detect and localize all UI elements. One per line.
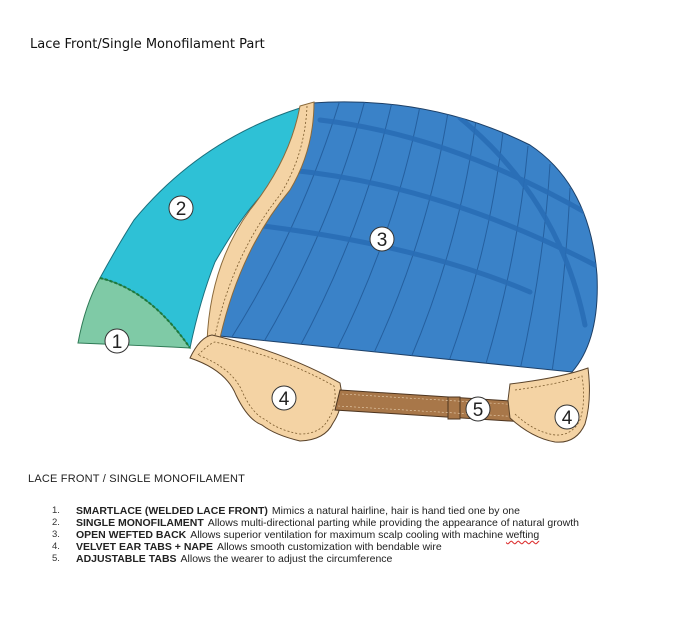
section-title: LACE FRONT / SINGLE MONOFILAMENT xyxy=(28,473,246,485)
legend-item: 1. SMARTLACE (WELDED LACE FRONT) Mimics … xyxy=(52,505,579,517)
callout-4-nape-number: 4 xyxy=(562,408,573,429)
front-ear-tab xyxy=(189,334,342,442)
callout-3: 3 xyxy=(369,226,395,252)
legend-number: 3. xyxy=(52,529,60,540)
legend-term: SMARTLACE (WELDED LACE FRONT) xyxy=(76,505,268,517)
legend-item: 3. OPEN WEFTED BACK Allows superior vent… xyxy=(52,529,579,541)
callout-4-front-number: 4 xyxy=(279,389,290,410)
legend-item: 2. SINGLE MONOFILAMENT Allows multi-dire… xyxy=(52,517,579,529)
page-title: Lace Front/Single Monofilament Part xyxy=(30,37,265,52)
legend-term: VELVET EAR TABS + NAPE xyxy=(76,541,214,553)
front-tab-stitch xyxy=(197,341,336,435)
legend-description: Allows smooth customization with bendabl… xyxy=(217,541,442,553)
callout-3-number: 3 xyxy=(377,230,388,251)
spellcheck-flagged-word: wefting xyxy=(505,529,540,541)
legend-term: OPEN WEFTED BACK xyxy=(76,529,187,541)
legend-list: 1. SMARTLACE (WELDED LACE FRONT) Mimics … xyxy=(52,505,579,565)
callout-4-front: 4 xyxy=(271,385,297,411)
callout-1: 1 xyxy=(104,328,130,354)
legend-description: Allows superior ventilation for maximum … xyxy=(190,529,504,541)
legend-number: 5. xyxy=(52,553,60,564)
callout-5-number: 5 xyxy=(473,400,484,421)
legend-number: 1. xyxy=(52,505,60,516)
callout-5: 5 xyxy=(465,396,491,422)
weft-seams xyxy=(252,115,598,328)
legend-description: Mimics a natural hairline, hair is hand … xyxy=(271,505,520,517)
nape-tab xyxy=(507,367,590,443)
legend-number: 4. xyxy=(52,541,60,552)
legend-description: Allows multi-directional parting while p… xyxy=(207,517,579,529)
legend-item: 5. ADJUSTABLE TABS Allows the wearer to … xyxy=(52,553,579,565)
callout-2-number: 2 xyxy=(176,199,187,220)
legend-item: 4. VELVET EAR TABS + NAPE Allows smooth … xyxy=(52,541,579,553)
lace-weld-line xyxy=(99,277,191,349)
wig-cap-diagram: 1 2 3 4 5 4 xyxy=(77,101,598,443)
callout-4-nape: 4 xyxy=(554,404,580,430)
legend-description: Allows the wearer to adjust the circumfe… xyxy=(180,553,393,565)
weft-rows xyxy=(229,101,571,373)
legend-term: ADJUSTABLE TABS xyxy=(76,553,177,565)
callout-2: 2 xyxy=(168,195,194,221)
callout-1-number: 1 xyxy=(112,332,123,353)
legend-term: SINGLE MONOFILAMENT xyxy=(76,517,204,529)
trim-stitch xyxy=(213,105,308,341)
legend-number: 2. xyxy=(52,517,60,528)
strap-buckle xyxy=(447,396,461,420)
nape-tab-stitch xyxy=(514,375,584,436)
